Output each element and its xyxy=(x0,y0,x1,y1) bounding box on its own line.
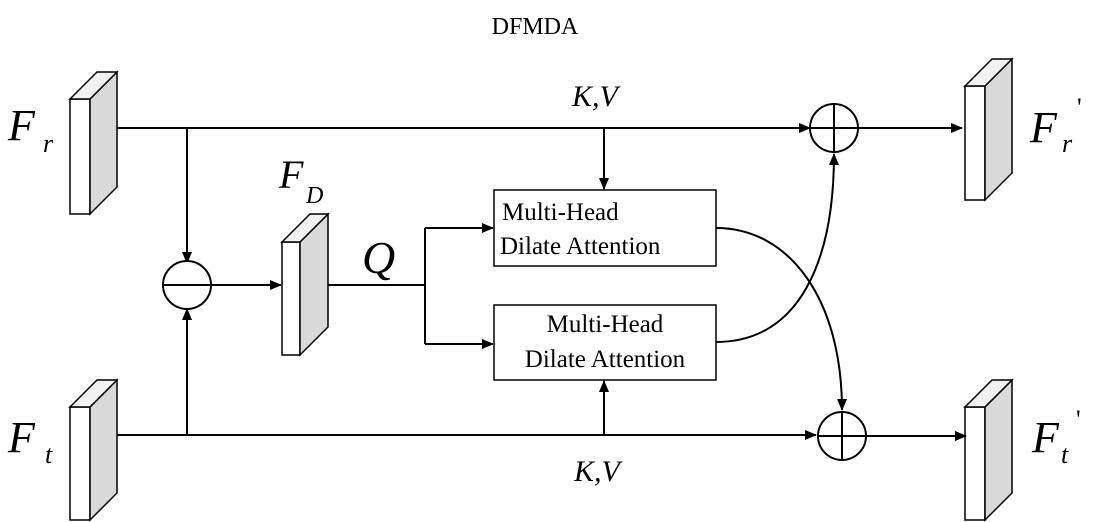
svg-text:t: t xyxy=(1061,440,1069,469)
tensor-fr-input xyxy=(68,70,119,216)
attention-block-top: Multi-Head Dilate Attention xyxy=(493,189,717,267)
add-operator-bottom xyxy=(817,411,867,461)
tensor-fd xyxy=(280,212,330,357)
attention-bottom-line2: Dilate Attention xyxy=(525,346,686,373)
subtract-operator xyxy=(162,260,212,310)
attention-top-line1: Multi-Head xyxy=(502,199,619,226)
label-q: Q xyxy=(362,232,395,283)
svg-text:F: F xyxy=(278,152,304,197)
tensor-fr-output xyxy=(963,57,1014,202)
svg-text:r: r xyxy=(43,129,54,158)
svg-text:F: F xyxy=(7,101,36,150)
attention-top-line2: Dilate Attention xyxy=(500,233,661,260)
label-fr-prime: F r ' xyxy=(1029,93,1082,158)
tensor-ft-output xyxy=(963,378,1014,522)
svg-text:r: r xyxy=(1062,129,1073,158)
svg-text:t: t xyxy=(45,440,53,469)
bottom-attention-to-top-sum xyxy=(715,153,839,343)
diagram-title: DFMDA xyxy=(492,14,579,40)
svg-text:F: F xyxy=(7,413,36,462)
attention-bottom-line1: Multi-Head xyxy=(547,311,664,338)
add-operator-top xyxy=(809,103,859,153)
label-ft: F t xyxy=(7,413,53,469)
tensor-ft-input xyxy=(68,378,119,522)
label-kv-top: K,V xyxy=(571,80,622,113)
label-kv-bottom: K,V xyxy=(573,455,624,488)
svg-text:': ' xyxy=(1076,405,1081,434)
label-fd: F D xyxy=(278,152,323,209)
top-attention-to-bottom-sum xyxy=(715,227,847,411)
svg-text:D: D xyxy=(305,183,323,209)
attention-block-bottom: Multi-Head Dilate Attention xyxy=(493,304,717,381)
svg-text:F: F xyxy=(1029,103,1058,152)
svg-text:F: F xyxy=(1031,413,1060,462)
label-ft-prime: F t ' xyxy=(1031,405,1081,469)
label-fr: F r xyxy=(7,101,54,158)
svg-text:': ' xyxy=(1077,93,1082,122)
